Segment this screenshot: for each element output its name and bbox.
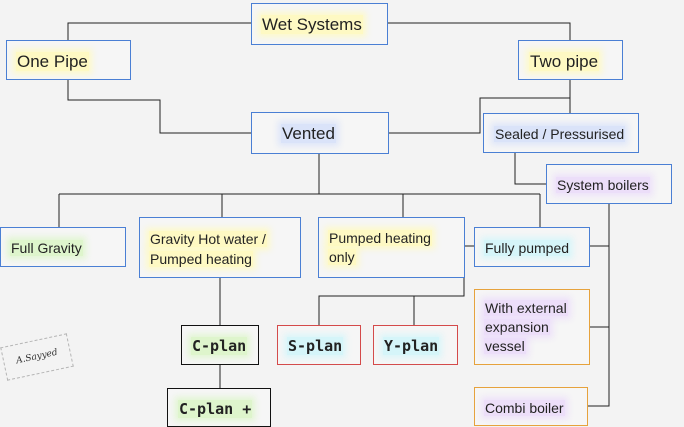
connector-onepipe-to-vented bbox=[67, 80, 251, 134]
node-fully-pumped: Fully pumped bbox=[474, 227, 590, 267]
node-combi-boiler-label: Combi boiler bbox=[484, 400, 565, 416]
connector-fullypumped-to-plans bbox=[318, 245, 474, 325]
node-fully-pumped-label: Fully pumped bbox=[484, 240, 571, 256]
node-vented-label: Vented bbox=[281, 124, 336, 143]
node-wet-systems: Wet Systems bbox=[251, 3, 388, 45]
node-sealed: Sealed / Pressurised bbox=[483, 113, 639, 153]
node-s-plan-label: S-plan bbox=[287, 337, 344, 355]
node-system-boilers: System boilers bbox=[546, 164, 672, 204]
connector-twopipe-to-vented bbox=[389, 80, 571, 134]
node-combi-boiler: Combi boiler bbox=[474, 387, 588, 426]
node-two-pipe: Two pipe bbox=[518, 40, 623, 80]
connector-systemboilers-bus bbox=[588, 203, 610, 407]
node-y-plan-label: Y-plan bbox=[383, 337, 440, 355]
connector-wet-to-onepipe bbox=[67, 22, 251, 40]
node-external-expansion-vessel: With external expansion vessel bbox=[474, 289, 590, 365]
node-system-boilers-label: System boilers bbox=[556, 177, 650, 193]
node-one-pipe: One Pipe bbox=[6, 40, 131, 80]
node-external-expansion-line2: expansion bbox=[484, 319, 550, 335]
node-c-plan-plus-label: C-plan + bbox=[178, 400, 253, 418]
node-gravity-hot-water: Gravity Hot water / Pumped heating bbox=[139, 217, 301, 278]
node-c-plan-plus: C-plan + bbox=[167, 388, 271, 427]
node-s-plan: S-plan bbox=[277, 325, 361, 365]
node-one-pipe-label: One Pipe bbox=[16, 52, 89, 71]
node-full-gravity-label: Full Gravity bbox=[10, 240, 83, 256]
node-gravity-hot-water-line1: Gravity Hot water / bbox=[149, 231, 267, 247]
node-pumped-heating-line1: Pumped heating bbox=[328, 230, 432, 246]
node-c-plan: C-plan bbox=[181, 325, 259, 365]
node-external-expansion-line1: With external bbox=[484, 300, 568, 316]
node-external-expansion-line3: vessel bbox=[484, 338, 526, 354]
node-pumped-heating-only: Pumped heating only bbox=[318, 217, 465, 278]
connector-wet-to-twopipe bbox=[388, 22, 571, 40]
node-pumped-heating-line2: only bbox=[328, 249, 356, 265]
node-c-plan-label: C-plan bbox=[191, 337, 248, 355]
node-wet-systems-label: Wet Systems bbox=[261, 15, 363, 34]
node-sealed-label: Sealed / Pressurised bbox=[494, 126, 626, 142]
node-full-gravity: Full Gravity bbox=[0, 227, 126, 267]
node-gravity-hot-water-line2: Pumped heating bbox=[149, 251, 253, 267]
connector-sealed-to-systemboilers bbox=[514, 153, 546, 185]
node-two-pipe-label: Two pipe bbox=[529, 52, 600, 71]
node-y-plan: Y-plan bbox=[373, 325, 458, 365]
node-vented: Vented bbox=[251, 112, 389, 154]
